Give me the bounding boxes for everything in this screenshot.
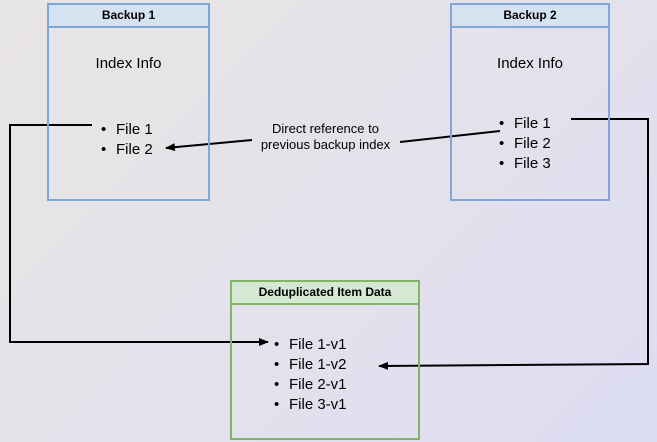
backup-2-index-info-label: Index Info: [497, 55, 563, 72]
backup-2-file-list: File 1 File 2 File 3: [497, 114, 551, 174]
list-item: File 1-v1: [272, 335, 347, 355]
node-backup-2[interactable]: Backup 2 Index Info File 1 File 2 File 3: [450, 3, 610, 201]
node-deduplicated-item-data-header: Deduplicated Item Data: [232, 282, 418, 305]
list-item: File 3-v1: [272, 395, 347, 415]
node-deduplicated-item-data-body: File 1-v1 File 1-v2 File 2-v1 File 3-v1: [232, 305, 418, 438]
deduplicated-file-list: File 1-v1 File 1-v2 File 2-v1 File 3-v1: [272, 335, 347, 415]
list-item: File 3: [497, 154, 551, 174]
list-item: File 1-v2: [272, 355, 347, 375]
list-item: File 2-v1: [272, 375, 347, 395]
node-backup-1-body: Index Info File 1 File 2: [49, 28, 208, 199]
list-item: File 1: [99, 120, 153, 140]
edge-label-line-1: Direct reference to: [272, 121, 379, 136]
node-deduplicated-item-data[interactable]: Deduplicated Item Data File 1-v1 File 1-…: [230, 280, 420, 440]
edge-backup1-to-dedup: [9, 124, 269, 346]
node-backup-1-header: Backup 1: [49, 5, 208, 28]
node-backup-2-body: Index Info File 1 File 2 File 3: [452, 28, 608, 199]
edge-label-direct-reference: Direct reference to previous backup inde…: [253, 121, 398, 153]
backup-1-file-list: File 1 File 2: [99, 120, 153, 160]
list-item: File 2: [497, 134, 551, 154]
backup-1-index-info-label: Index Info: [95, 55, 162, 72]
list-item: File 1: [497, 114, 551, 134]
node-backup-1[interactable]: Backup 1 Index Info File 1 File 2: [47, 3, 210, 201]
list-item: File 2: [99, 140, 153, 160]
edge-label-line-2: previous backup index: [260, 137, 391, 152]
node-backup-2-header: Backup 2: [452, 5, 608, 28]
